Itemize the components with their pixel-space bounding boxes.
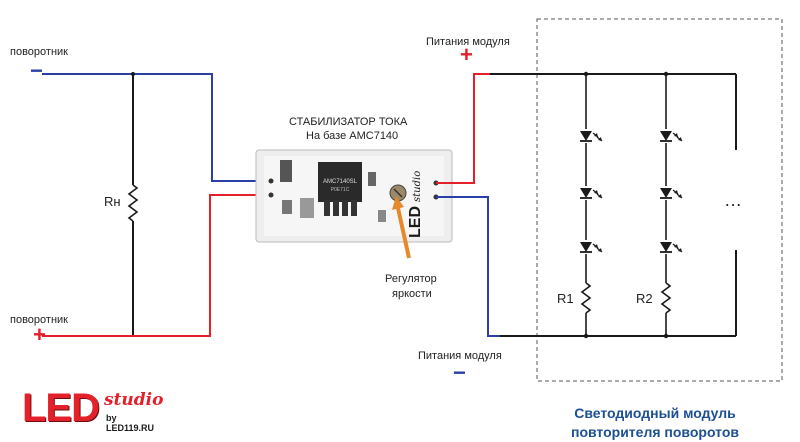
- ledstudio-logo: LED studio by LED119.RU: [22, 386, 163, 433]
- module-power-bottom-label: Питания модуля: [418, 350, 502, 362]
- module-positive-wire: [436, 73, 490, 184]
- led-diode-2: [579, 186, 603, 200]
- load-resistor-wire: [127, 74, 139, 336]
- stabilizer-title: СТАБИЛИЗАТОР ТОКА: [289, 116, 408, 128]
- turn-signal-minus-sign: −: [30, 58, 43, 83]
- logo-url-text: by LED119.RU: [106, 413, 155, 433]
- led-diode-1: [579, 129, 603, 143]
- led-diode-5: [659, 186, 683, 200]
- module-power-top-label: Питания модуля: [426, 36, 510, 48]
- chip: [318, 162, 362, 202]
- title-line-1: Светодиодный модуль: [574, 405, 736, 421]
- led-diode-3: [579, 240, 603, 254]
- resistor-r1-label: R1: [557, 291, 574, 306]
- brightness-label-1: Регулятор: [385, 273, 437, 285]
- chip-code: P0E71C: [331, 187, 350, 193]
- junction-dots: [131, 71, 669, 339]
- logo-studio-text: studio: [104, 390, 164, 410]
- led-string-2: [660, 74, 672, 336]
- brightness-arrow: [392, 196, 411, 259]
- load-resistor-label: Rн: [104, 194, 121, 209]
- led-string-1: [580, 74, 592, 336]
- module-bus: [490, 73, 737, 337]
- module-positive-sign: +: [460, 42, 473, 67]
- resistor-r2-label: R2: [636, 291, 653, 306]
- positive-input-wire: [42, 194, 278, 337]
- led-diode-4: [659, 129, 683, 143]
- brightness-label-2: яркости: [392, 288, 432, 300]
- led-diode-6: [659, 240, 683, 254]
- module-negative-sign: −: [453, 360, 466, 385]
- current-stabilizer-board: AMC7140SL P0E71C LED studio: [255, 149, 453, 243]
- module-negative-wire: [436, 196, 500, 337]
- negative-input-wire: [42, 73, 278, 182]
- board-brand-led: LED: [407, 206, 424, 238]
- logo-led-text: LED: [22, 386, 100, 430]
- turn-signal-minus-label: поворотник: [10, 46, 68, 58]
- board-brand-studio: studio: [412, 171, 423, 202]
- turn-signal-plus-sign: +: [33, 322, 46, 347]
- chip-marking: AMC7140SL: [323, 179, 358, 185]
- more-strings-ellipsis: …: [724, 190, 742, 210]
- diagram-title: Светодиодный модуль повторителя поворото…: [555, 404, 755, 442]
- led-module-frame: [536, 18, 783, 382]
- title-line-2: повторителя поворотов: [571, 424, 739, 440]
- turn-signal-plus-label: поворотник: [10, 314, 68, 326]
- stabilizer-subtitle: На базе AMC7140: [306, 130, 399, 142]
